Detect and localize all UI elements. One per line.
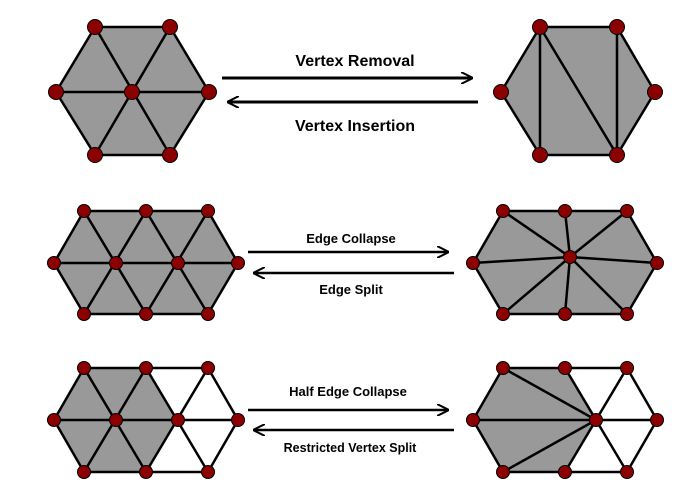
mesh-vertices <box>493 19 663 163</box>
mesh-after-half-edge-collapse <box>466 361 664 479</box>
mesh-edges <box>472 209 658 315</box>
forward-label: Vertex Removal <box>295 53 414 70</box>
mesh-edges <box>538 26 619 156</box>
row-half-edge-collapse: Half Edge Collapse Restricted Vertex Spl… <box>47 361 664 479</box>
mesh-before-edge-collapse <box>47 204 245 321</box>
backward-label: Edge Split <box>319 282 383 297</box>
mesh-vertices <box>466 361 664 479</box>
row-vertex-removal: Vertex Removal Vertex Insertion <box>48 19 663 163</box>
forward-label: Edge Collapse <box>306 231 396 246</box>
mesh-vertices <box>48 19 217 163</box>
mesh-edges <box>473 366 657 474</box>
row-edge-collapse: Edge Collapse Edge Split <box>47 204 664 321</box>
center-vertex <box>124 84 140 100</box>
backward-label: Restricted Vertex Split <box>284 441 418 455</box>
mesh-vertices <box>466 204 664 321</box>
mesh-before-vertex-removal <box>48 19 217 163</box>
backward-label: Vertex Insertion <box>295 118 415 135</box>
forward-label: Half Edge Collapse <box>289 384 407 399</box>
collapsed-vertex <box>563 250 577 264</box>
mesh-vertices <box>47 204 245 321</box>
mesh-after-vertex-removal <box>493 19 663 163</box>
mesh-after-edge-collapse <box>466 204 664 321</box>
mesh-vertices <box>47 361 245 479</box>
target-vertex <box>589 413 603 427</box>
mesh-before-half-edge-collapse <box>47 361 245 479</box>
